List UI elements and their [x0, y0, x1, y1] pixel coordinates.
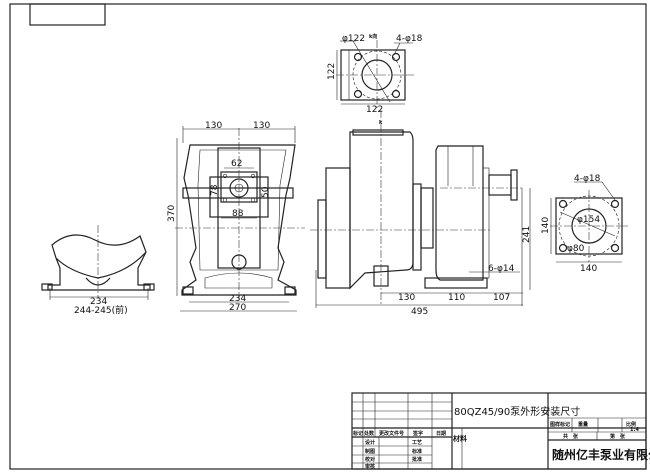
side-107-label: 107 [493, 293, 510, 303]
top-flange-k-label: k向 [369, 33, 377, 40]
top-flange-view: φ122 k向 4-φ18 122 122 [327, 33, 423, 115]
drawing-frame [9, 3, 647, 470]
company-name: 随州亿丰泵业有限公司 [552, 447, 650, 462]
role-review: 审核 [365, 463, 375, 470]
outlet-inner-dia-label: φ80 [567, 244, 585, 254]
header-change-doc: 更改文件号 [379, 430, 404, 437]
scale-value: 1:4 [630, 427, 639, 433]
front-370-label: 370 [167, 205, 177, 222]
top-flange-width-label: 122 [366, 105, 383, 115]
sheets-total: 共 张 [563, 433, 579, 440]
header-date: 日期 [436, 430, 446, 437]
role-standard: 标准 [411, 448, 422, 455]
header-weight: 重量 [578, 421, 588, 428]
front-130-right-label: 130 [253, 121, 270, 131]
front-view: 130 130 370 62 78 50 88 234 270 [167, 121, 305, 313]
outlet-height-label: 140 [541, 217, 551, 234]
outlet-width-label: 140 [580, 264, 597, 274]
side-495-label: 495 [411, 307, 428, 317]
side-view: k 130 110 107 495 241 6-φ14 [310, 110, 532, 317]
role-design: 设计 [365, 439, 375, 446]
header-count: 处数 [363, 430, 375, 437]
top-flange-holes-label: 4-φ18 [396, 34, 423, 44]
front-234-label: 234 [229, 294, 246, 304]
role-approve: 批准 [412, 456, 422, 463]
side-bolts-label: 6-φ14 [488, 264, 515, 274]
role-check: 校对 [365, 456, 375, 463]
base-244-label: 244-245(前) [74, 304, 128, 316]
header-mark: 标记 [352, 430, 363, 437]
front-78-label: 78 [210, 184, 220, 196]
side-110-label: 110 [448, 293, 465, 303]
outlet-flange-view: 4-φ18 φ154 φ80 140 140 [541, 174, 628, 274]
front-270-label: 270 [229, 303, 246, 313]
outlet-outer-dia-label: φ154 [577, 215, 600, 225]
sheet-number: 第 张 [610, 433, 626, 440]
drawing-title: 80QZ45/90泵外形安装尺寸 [454, 405, 580, 418]
header-scale: 比例 [626, 421, 636, 428]
side-k-arrow-label: k [379, 120, 383, 126]
front-50-label: 50 [261, 186, 271, 198]
header-drawing-mark: 图样标记 [550, 421, 570, 428]
front-62-label: 62 [231, 159, 242, 169]
title-block: 标记 处数 更改文件号 签字 日期 设计 制图 校对 审核 工艺 标准 批准 8… [351, 392, 650, 470]
front-88-label: 88 [232, 209, 244, 219]
side-130-label: 130 [398, 293, 415, 303]
front-130-left-label: 130 [205, 121, 222, 131]
header-signature: 签字 [412, 430, 423, 437]
side-241-label: 241 [522, 226, 532, 243]
top-flange-dia-label: φ122 [342, 34, 365, 44]
role-process: 工艺 [412, 439, 422, 446]
corner-box [29, 3, 106, 26]
base-234-label: 234 [90, 297, 107, 307]
top-flange-height-label: 122 [327, 63, 337, 80]
outlet-holes-label: 4-φ18 [574, 174, 601, 184]
role-drawing: 制图 [365, 448, 375, 455]
base-saddle-view: 234 244-245(前) [41, 225, 155, 316]
material-label: 材料 [452, 434, 467, 443]
